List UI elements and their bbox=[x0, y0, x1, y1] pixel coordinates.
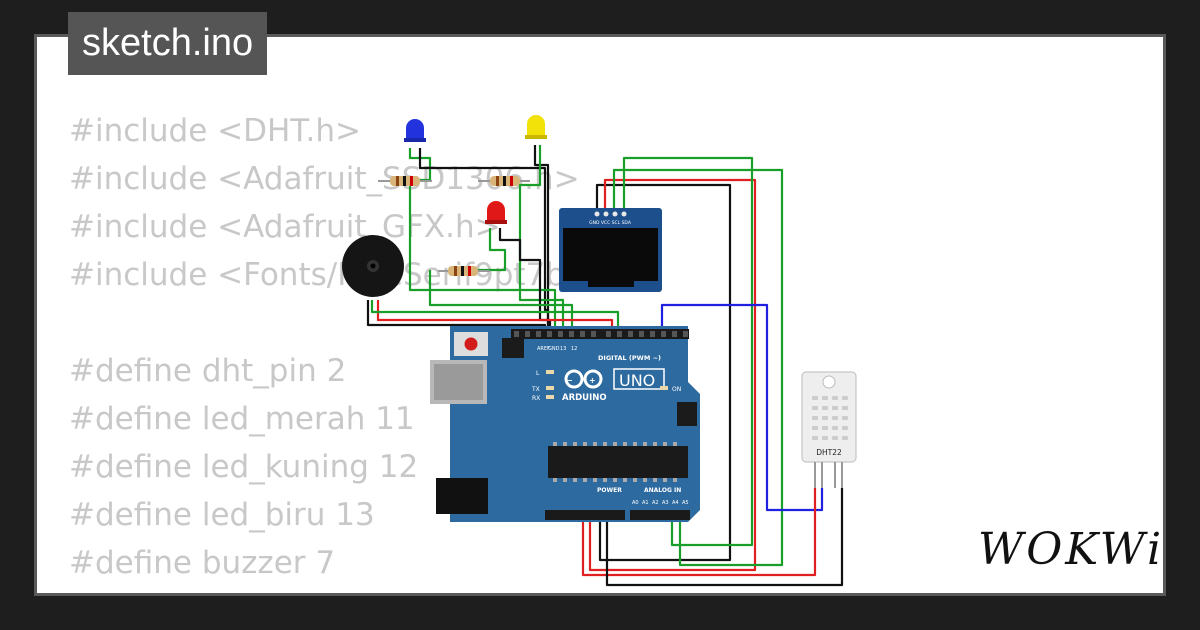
svg-text:AREF: AREF bbox=[537, 346, 550, 352]
power-jack bbox=[436, 478, 488, 514]
digital-pin-labels: AREF GND 13 12 bbox=[537, 346, 577, 352]
svg-text:A5: A5 bbox=[682, 500, 689, 506]
wire-green bbox=[622, 156, 754, 547]
digital-header bbox=[511, 329, 689, 339]
code-preview: #include <DHT.h>#include <Adafruit_SSD13… bbox=[69, 107, 621, 593]
led-indicator bbox=[660, 386, 668, 390]
code-line: #define led_merah 11 bbox=[69, 401, 415, 437]
tx-label: TX bbox=[531, 386, 540, 393]
led-yellow[interactable] bbox=[525, 115, 547, 139]
svg-text:A0: A0 bbox=[632, 500, 639, 506]
led-l-label: L bbox=[536, 370, 540, 377]
code-line: #include <Fonts/FreeSerif9pt7b.h> bbox=[69, 257, 621, 293]
wire-black bbox=[498, 228, 552, 333]
code-line: #define led_biru 13 bbox=[69, 497, 375, 533]
wire-blue bbox=[660, 303, 824, 512]
led-indicator bbox=[546, 395, 554, 399]
analog-label: ANALOG IN bbox=[644, 487, 681, 494]
buzzer[interactable] bbox=[342, 235, 404, 297]
dht22-sensor[interactable]: DHT22 bbox=[801, 371, 857, 488]
wire-black bbox=[595, 183, 732, 562]
analog-header bbox=[630, 510, 690, 520]
code-line: #define led_kuning 12 bbox=[69, 449, 419, 485]
wokwi-logo: WOKWi bbox=[978, 524, 1165, 575]
wire-green bbox=[370, 300, 620, 333]
arduino-logo: − + bbox=[564, 369, 603, 389]
atmega-chip bbox=[548, 446, 688, 478]
wire-green bbox=[390, 148, 432, 182]
oled-display[interactable]: GND VCC SCL SDA bbox=[559, 208, 662, 292]
resistor bbox=[438, 266, 490, 276]
brand-label: ARDUINO bbox=[562, 393, 607, 403]
code-line: #define buzzer 7 bbox=[69, 545, 336, 581]
wires bbox=[366, 145, 844, 587]
file-tab[interactable]: sketch.ino bbox=[68, 12, 268, 75]
led-blue[interactable] bbox=[404, 119, 426, 142]
wire-green bbox=[612, 168, 784, 567]
svg-text:A2: A2 bbox=[652, 500, 659, 506]
led-indicator bbox=[546, 386, 554, 390]
icsp-header-2 bbox=[677, 402, 697, 426]
icsp-header bbox=[502, 338, 524, 358]
code-line: #define dht_pin 2 bbox=[69, 353, 347, 389]
digital-label: DIGITAL (PWM ~) bbox=[598, 354, 661, 362]
svg-text:−: − bbox=[566, 376, 573, 385]
wire-red bbox=[581, 488, 817, 577]
svg-text:12: 12 bbox=[571, 346, 577, 352]
uno-label: UNO bbox=[619, 371, 655, 390]
svg-text:A1: A1 bbox=[642, 500, 649, 506]
oled-pin-labels: GND VCC SCL SDA bbox=[589, 220, 632, 226]
led-red[interactable] bbox=[485, 201, 507, 224]
wire-black bbox=[533, 145, 550, 333]
code-line: #include <DHT.h> bbox=[69, 113, 362, 149]
resistor bbox=[478, 176, 530, 186]
led-indicator bbox=[546, 370, 554, 374]
power-label: POWER bbox=[597, 487, 622, 494]
svg-text:GND: GND bbox=[548, 346, 560, 352]
on-label: ON bbox=[672, 386, 681, 393]
wire-green bbox=[470, 228, 507, 272]
arduino-uno[interactable]: DIGITAL (PWM ~) AREF GND 13 12 − + UNO A… bbox=[430, 326, 700, 522]
svg-text:A4: A4 bbox=[672, 500, 679, 506]
wire-red bbox=[588, 178, 757, 572]
wire-black bbox=[605, 488, 844, 587]
wire-green bbox=[408, 182, 557, 333]
reset-button[interactable] bbox=[464, 337, 478, 351]
power-header bbox=[545, 510, 625, 520]
svg-text:+: + bbox=[589, 376, 596, 385]
svg-text:13: 13 bbox=[560, 346, 566, 352]
dht-label: DHT22 bbox=[816, 448, 842, 457]
resistor bbox=[378, 176, 432, 186]
analog-pin-labels: A0 A1 A2 A3 A4 A5 bbox=[632, 500, 689, 506]
rx-label: RX bbox=[532, 395, 540, 402]
svg-text:A3: A3 bbox=[662, 500, 669, 506]
